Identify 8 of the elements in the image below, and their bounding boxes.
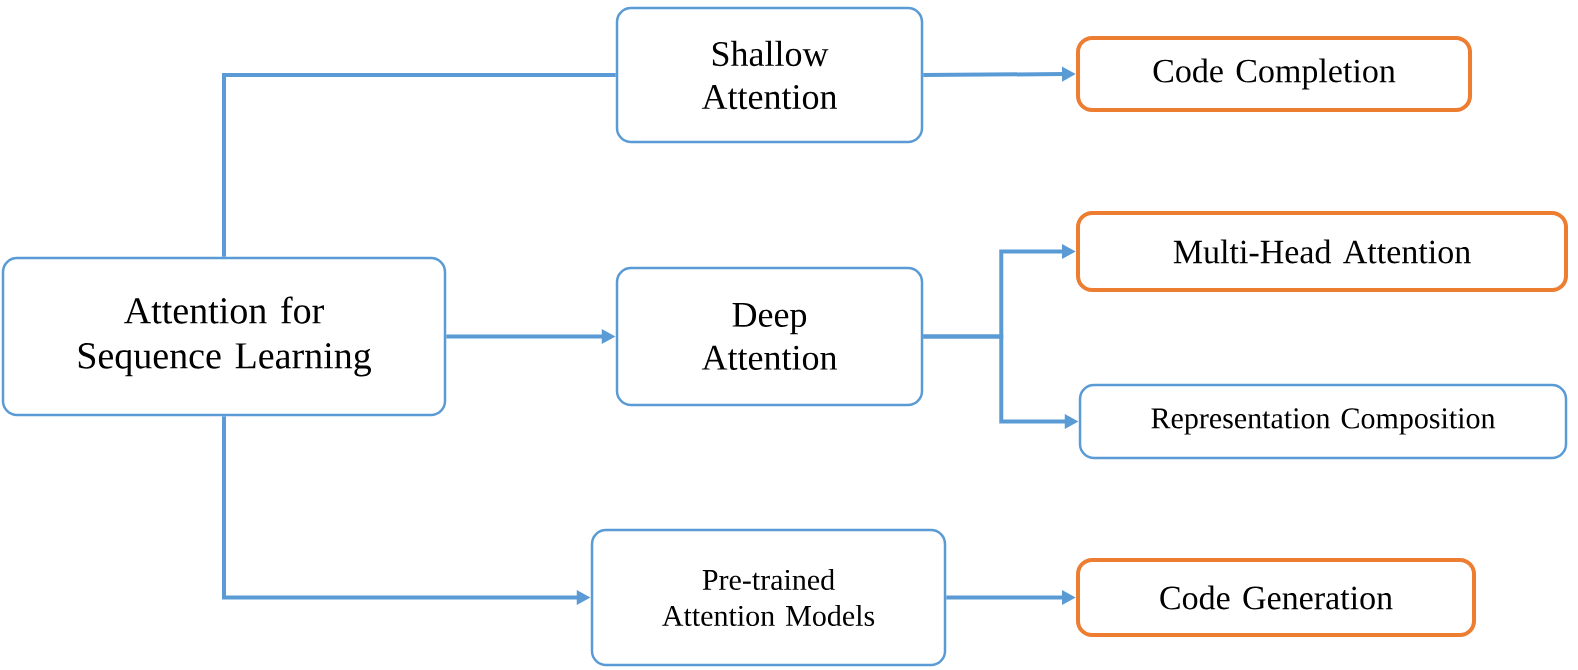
method-box: Shallow Attention (615, 6, 924, 144)
method-box: Deep Attention (615, 266, 924, 407)
topic-box: Code Generation (1076, 558, 1476, 637)
method-box: Pre-trained Attention Models (590, 528, 947, 667)
method-box: Representation Composition (1078, 383, 1568, 460)
topic-box: Code Completion (1076, 36, 1472, 112)
topic-box: Multi-Head Attention (1076, 211, 1568, 292)
category-box: Attention for Sequence Learning (1, 256, 447, 417)
